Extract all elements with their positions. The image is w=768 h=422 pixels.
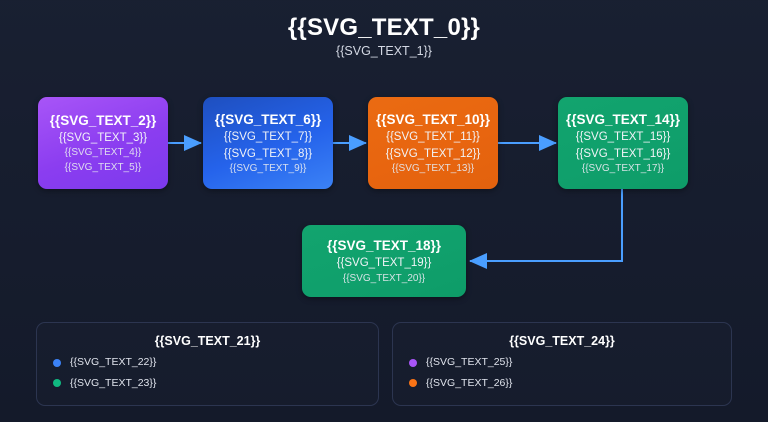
flow-node-2-line-4: {{SVG_TEXT_9}} — [229, 162, 307, 174]
flow-node-2-line-1: {{SVG_TEXT_6}} — [214, 111, 322, 127]
legend-left-items: {{SVG_TEXT_22}} {{SVG_TEXT_23}} — [37, 356, 378, 390]
legend-left-item-2: {{SVG_TEXT_23}} — [53, 376, 378, 390]
legend-dot-orange-icon — [409, 379, 417, 388]
flow-node-4-line-1: {{SVG_TEXT_14}} — [565, 111, 681, 127]
flow-node-4-line-4: {{SVG_TEXT_17}} — [581, 162, 665, 174]
legend-right-item-1-label: {{SVG_TEXT_25}} — [426, 356, 513, 368]
legend-dot-green-icon — [53, 379, 61, 388]
legend-right-item-2-label: {{SVG_TEXT_26}} — [426, 376, 513, 389]
legend-right-item-2: {{SVG_TEXT_26}} — [409, 376, 731, 390]
flow-node-5-line-2: {{SVG_TEXT_19}} — [336, 257, 432, 270]
legend-dot-blue-icon — [53, 358, 61, 367]
flow-node-4-line-3: {{SVG_TEXT_16}} — [575, 147, 671, 160]
flow-node-3-line-4: {{SVG_TEXT_13}} — [391, 162, 475, 174]
flow-node-4-line-2: {{SVG_TEXT_15}} — [575, 131, 671, 144]
page-subtitle: {{SVG_TEXT_1}} — [336, 44, 432, 58]
flow-node-3-line-2: {{SVG_TEXT_11}} — [386, 131, 480, 144]
flow-node-1-line-1: {{SVG_TEXT_2}} — [49, 112, 157, 128]
legend-dot-purple-icon — [409, 358, 417, 367]
legend-panel-left: {{SVG_TEXT_21}} {{SVG_TEXT_22}} {{SVG_TE… — [36, 322, 379, 406]
flow-node-3[interactable]: {{SVG_TEXT_10}} {{SVG_TEXT_11}} {{SVG_TE… — [368, 97, 498, 189]
legend-left-item-1-label: {{SVG_TEXT_22}} — [70, 356, 157, 368]
legend-left-item-2-label: {{SVG_TEXT_23}} — [70, 376, 157, 389]
flow-node-3-line-1: {{SVG_TEXT_10}} — [375, 111, 491, 127]
flow-node-1[interactable]: {{SVG_TEXT_2}} {{SVG_TEXT_3}} {{SVG_TEXT… — [38, 97, 168, 189]
legend-right-items: {{SVG_TEXT_25}} {{SVG_TEXT_26}} — [393, 356, 731, 390]
flow-node-1-line-3: {{SVG_TEXT_4}} — [64, 147, 142, 159]
flow-node-5[interactable]: {{SVG_TEXT_18}} {{SVG_TEXT_19}} {{SVG_TE… — [302, 225, 466, 297]
arrow-node4-node5 — [469, 189, 623, 269]
flow-node-2-line-2: {{SVG_TEXT_7}} — [223, 131, 313, 144]
legend-left-item-1: {{SVG_TEXT_22}} — [53, 356, 378, 369]
flow-node-3-line-3: {{SVG_TEXT_12}} — [385, 147, 481, 160]
flow-node-4[interactable]: {{SVG_TEXT_14}} {{SVG_TEXT_15}} {{SVG_TE… — [558, 97, 688, 189]
legend-right-title: {{SVG_TEXT_24}} — [509, 334, 615, 348]
legend-left-title: {{SVG_TEXT_21}} — [154, 334, 261, 348]
flow-node-1-line-2: {{SVG_TEXT_3}} — [58, 132, 148, 145]
flow-node-5-line-1: {{SVG_TEXT_18}} — [326, 237, 442, 253]
legend-right-item-1: {{SVG_TEXT_25}} — [409, 356, 731, 369]
flow-node-5-line-3: {{SVG_TEXT_20}} — [342, 272, 426, 284]
legend-panel-right: {{SVG_TEXT_24}} {{SVG_TEXT_25}} {{SVG_TE… — [392, 322, 732, 406]
flow-node-1-line-4: {{SVG_TEXT_5}} — [64, 161, 142, 173]
flow-node-2-line-3: {{SVG_TEXT_8}} — [223, 147, 313, 160]
page-title: {{SVG_TEXT_0}} — [287, 14, 481, 41]
flow-node-2[interactable]: {{SVG_TEXT_6}} {{SVG_TEXT_7}} {{SVG_TEXT… — [203, 97, 333, 189]
